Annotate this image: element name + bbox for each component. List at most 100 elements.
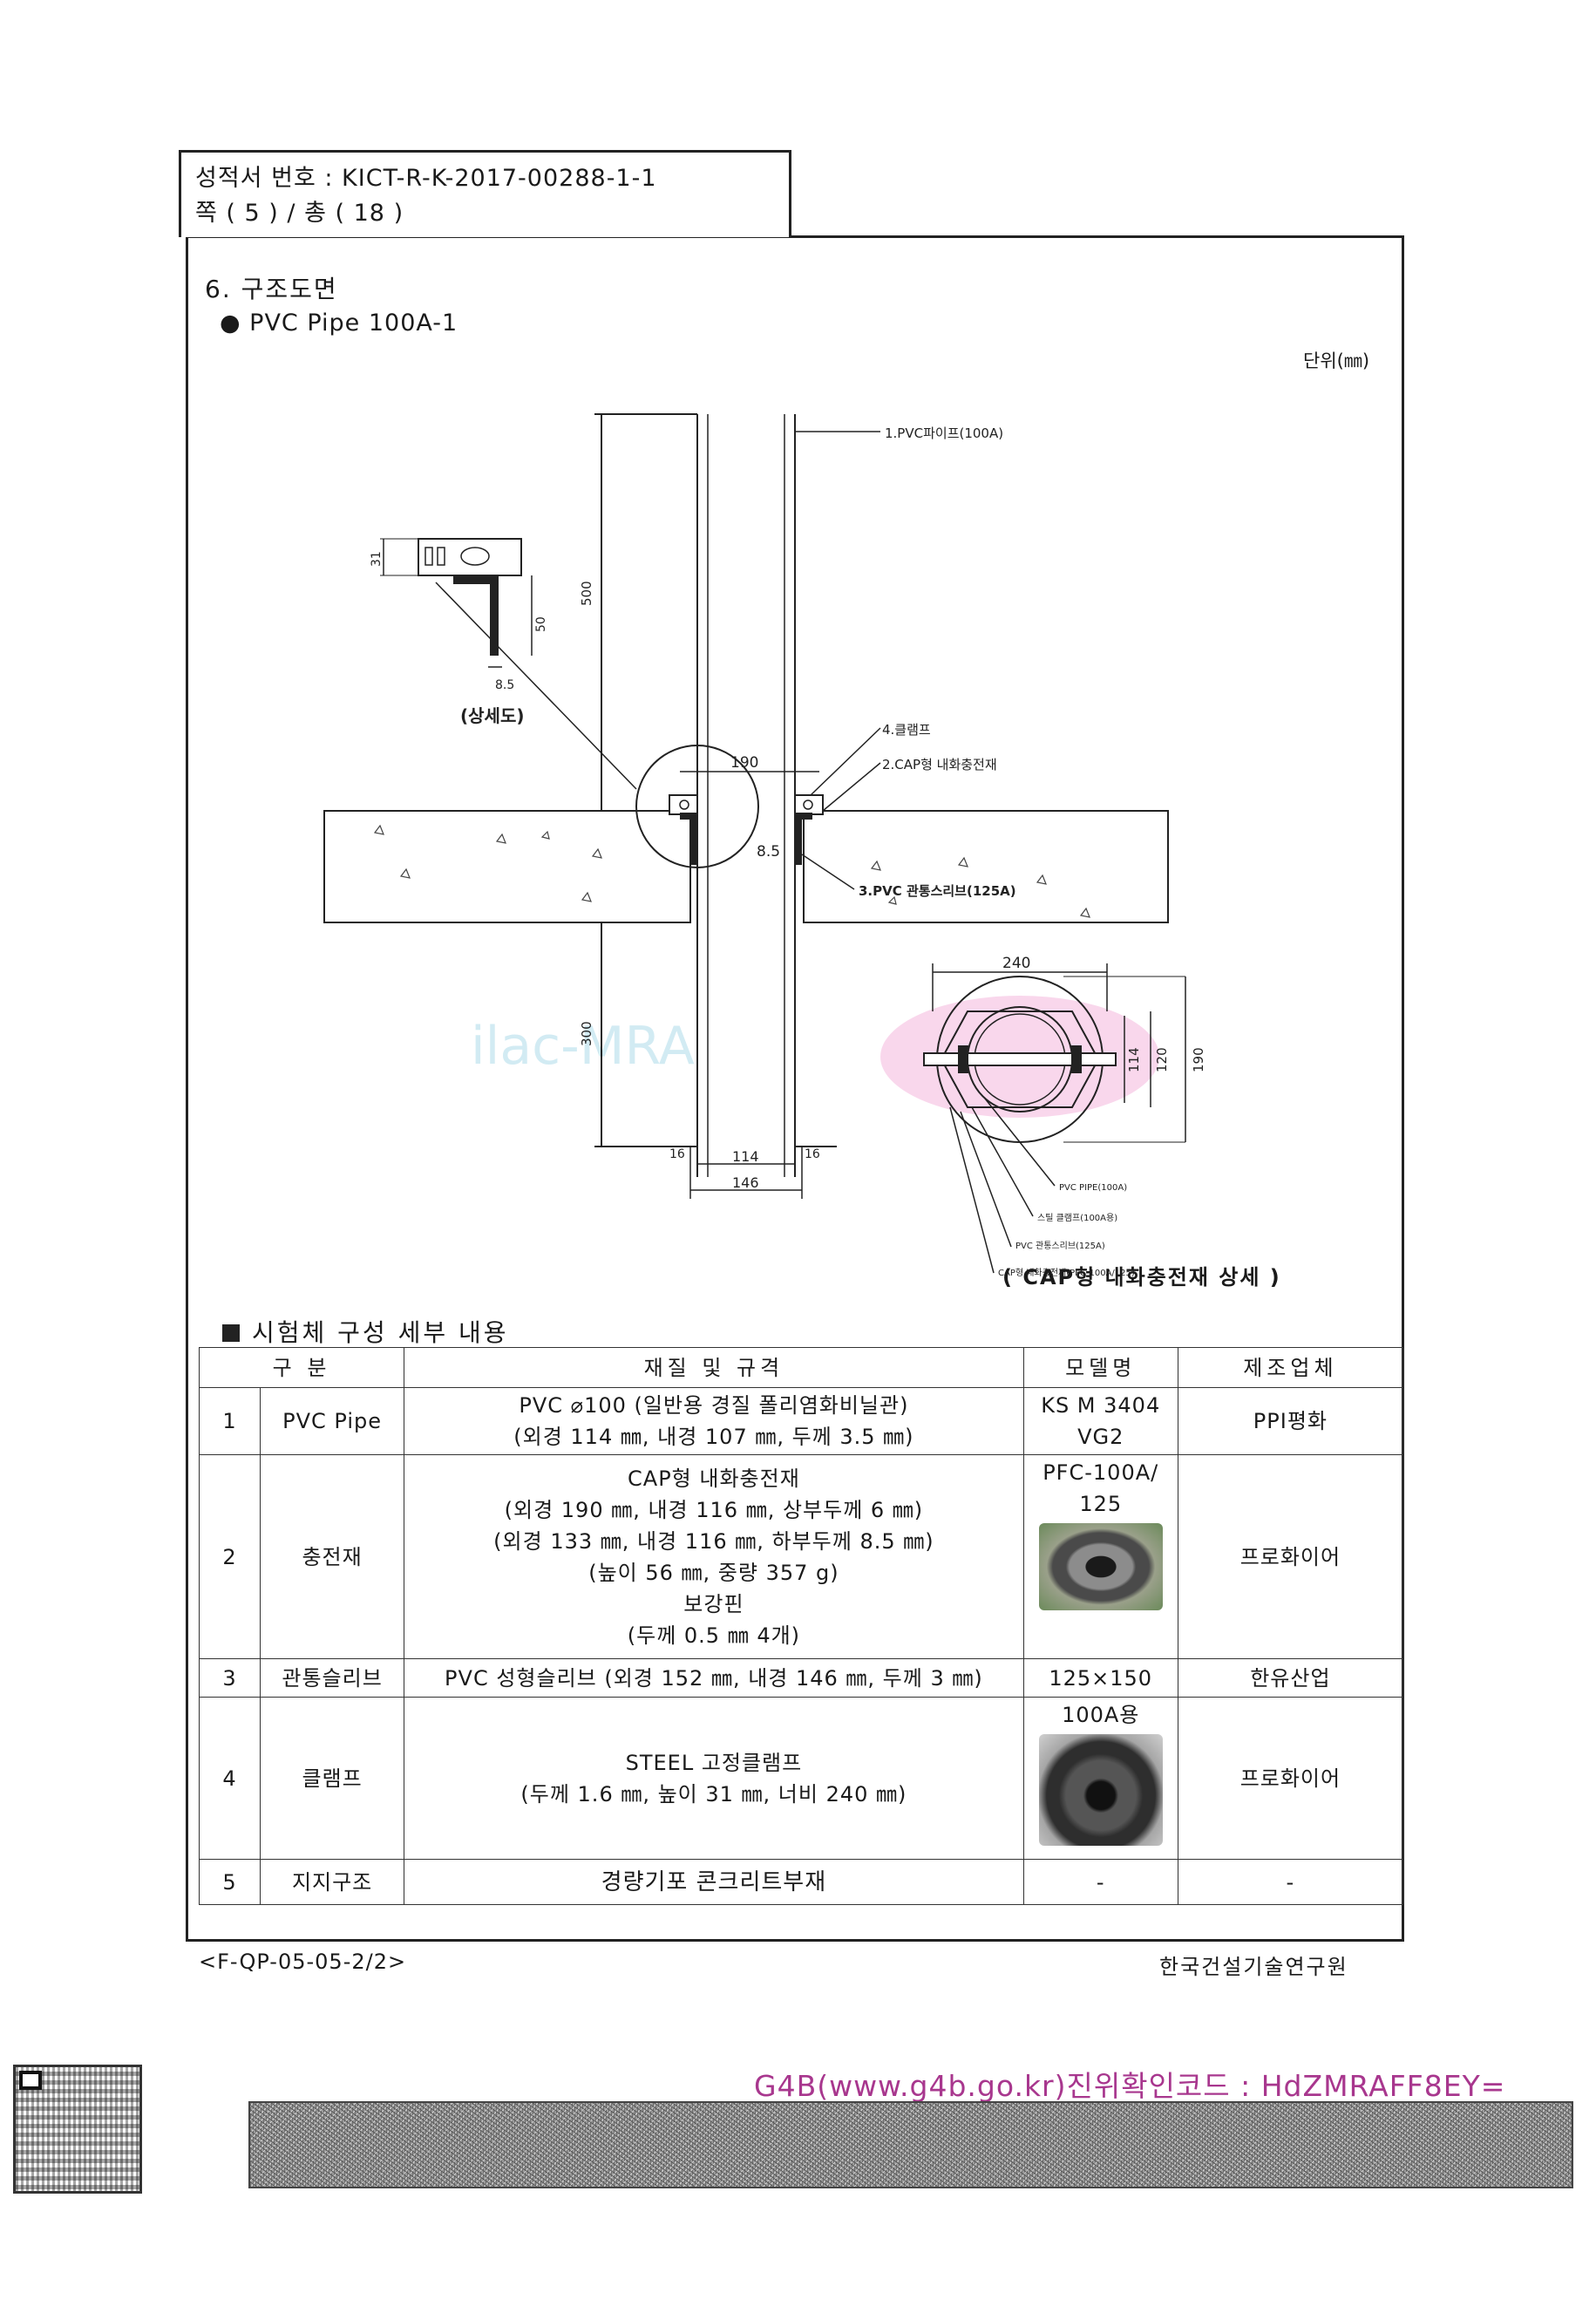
dim-300: 300 bbox=[579, 1021, 594, 1046]
content-frame bbox=[186, 235, 1404, 1942]
row-number: 4 bbox=[198, 1697, 261, 1860]
watermark-text: ilac-MRA bbox=[471, 1016, 695, 1077]
cap-dim-190: 190 bbox=[1191, 1047, 1206, 1072]
detail-view bbox=[380, 538, 533, 668]
table-row: 4 클램프 STEEL 고정클램프 (두께 1.6 ㎜, 높이 31 ㎜, 너비… bbox=[198, 1697, 1404, 1860]
row-spec: STEEL 고정클램프 (두께 1.6 ㎜, 높이 31 ㎜, 너비 240 ㎜… bbox=[404, 1697, 1024, 1860]
table-header-row: 구 분 재질 및 규격 모델명 제조업체 bbox=[198, 1347, 1404, 1388]
spec-line: (외경 114 ㎜, 내경 107 ㎜, 두께 3.5 ㎜) bbox=[513, 1425, 914, 1449]
row-model: 100A용 bbox=[1022, 1697, 1178, 1860]
page-info: 쪽 ( 5 ) / 총 ( 18 ) bbox=[195, 200, 404, 227]
row-number: 2 bbox=[198, 1454, 261, 1659]
structure-drawing: ilac-MRA bbox=[323, 413, 1206, 1278]
spec-line: 경량기포 콘크리트부재 bbox=[601, 1868, 827, 1895]
specimen-table: 구 분 재질 및 규격 모델명 제조업체 1 PVC Pipe PVC ⌀100… bbox=[198, 1347, 1404, 1905]
dim-16-left: 16 bbox=[669, 1147, 685, 1161]
cap-detail-plan bbox=[880, 963, 1186, 1274]
row-maker: - bbox=[1177, 1859, 1404, 1905]
model-line: VG2 bbox=[1077, 1425, 1124, 1449]
model-line: KS M 3404 bbox=[1041, 1393, 1161, 1418]
label-clamp: 4.클램프 bbox=[882, 722, 931, 738]
table-row: 3 관통슬리브 PVC 성형슬리브 (외경 152 ㎜, 내경 146 ㎜, 두… bbox=[198, 1658, 1404, 1698]
row-category: 클램프 bbox=[260, 1697, 405, 1860]
model-line: - bbox=[1096, 1869, 1105, 1895]
row-number: 5 bbox=[198, 1859, 261, 1905]
cap-label-pipe: PVC PIPE(100A) bbox=[1059, 1183, 1127, 1193]
table-heading-text: 시험체 구성 세부 내용 bbox=[252, 1318, 509, 1347]
dim-190: 190 bbox=[730, 754, 758, 772]
detail-label: (상세도) bbox=[460, 705, 524, 726]
row-category: 관통슬리브 bbox=[260, 1658, 405, 1698]
table-heading: 시험체 구성 세부 내용 bbox=[222, 1314, 509, 1349]
spec-line: (높이 56 ㎜, 중량 357 g) bbox=[588, 1560, 839, 1585]
header-spec: 재질 및 규격 bbox=[404, 1347, 1024, 1388]
security-pattern-strip bbox=[248, 2101, 1573, 2188]
cap-detail-caption: ( CAP형 내화충전재 상세 ) bbox=[1002, 1265, 1281, 1289]
spec-line: (외경 133 ㎜, 내경 116 ㎜, 하부두께 8.5 ㎜) bbox=[493, 1528, 934, 1554]
spec-line: (외경 190 ㎜, 내경 116 ㎜, 상부두께 6 ㎜) bbox=[504, 1497, 924, 1522]
label-sleeve: 3.PVC 관통스리브(125A) bbox=[859, 883, 1016, 899]
label-pvc-pipe: 1.PVC파이프(100A) bbox=[885, 425, 1003, 441]
subtitle-text: PVC Pipe 100A-1 bbox=[249, 310, 458, 337]
section-title: 6. 구조도면 bbox=[205, 275, 338, 303]
dim-114: 114 bbox=[732, 1148, 759, 1165]
qr-code-icon bbox=[13, 2065, 142, 2194]
spec-line: (두께 1.6 ㎜, 높이 31 ㎜, 너비 240 ㎜) bbox=[520, 1781, 907, 1807]
dim-8-5-detail: 8.5 bbox=[495, 678, 514, 692]
cap-label-clamp: 스틸 클램프(100A용) bbox=[1037, 1212, 1117, 1223]
spec-line: PVC ⌀100 (일반용 경질 폴리염화비닐관) bbox=[519, 1393, 909, 1418]
label-cap-filler: 2.CAP형 내화충전재 bbox=[882, 757, 997, 772]
row-category: PVC Pipe bbox=[260, 1387, 405, 1455]
spec-line: (두께 0.5 ㎜ 4개) bbox=[627, 1623, 801, 1648]
spec-line: PVC 성형슬리브 (외경 152 ㎜, 내경 146 ㎜, 두께 3 ㎜) bbox=[445, 1665, 983, 1691]
row-spec: 경량기포 콘크리트부재 bbox=[404, 1859, 1024, 1905]
institute-name: 한국건설기술연구원 bbox=[1159, 1955, 1348, 1979]
spec-line: 보강핀 bbox=[683, 1591, 744, 1616]
cap-label-sleeve: PVC 관통스리브(125A) bbox=[1015, 1241, 1105, 1251]
cap-dim-114: 114 bbox=[1126, 1047, 1142, 1072]
subtitle: ● PVC Pipe 100A-1 bbox=[220, 310, 458, 337]
form-code: <F-QP-05-05-2/2> bbox=[199, 1950, 407, 1974]
verification-code: G4B(www.g4b.go.kr)진위확인코드 : HdZMRAFF8EY= bbox=[754, 2069, 1506, 2103]
dim-500: 500 bbox=[579, 581, 594, 606]
row-maker: PPI평화 bbox=[1177, 1387, 1404, 1455]
row-number: 3 bbox=[198, 1658, 261, 1698]
row-number: 1 bbox=[198, 1387, 261, 1455]
table-row: 1 PVC Pipe PVC ⌀100 (일반용 경질 폴리염화비닐관) (외경… bbox=[198, 1387, 1404, 1455]
header-model: 모델명 bbox=[1022, 1347, 1178, 1388]
filler-product-photo bbox=[1038, 1523, 1163, 1610]
qr-finder-icon bbox=[19, 2071, 42, 2090]
row-maker: 프로화이어 bbox=[1177, 1454, 1404, 1659]
row-maker: 프로화이어 bbox=[1177, 1697, 1404, 1860]
model-line: 125 bbox=[1079, 1492, 1123, 1516]
spec-line: CAP형 내화충전재 bbox=[628, 1466, 800, 1491]
report-header-box: 성적서 번호 : KICT-R-K-2017-00288-1-1 쪽 ( 5 )… bbox=[179, 150, 791, 237]
row-model: PFC-100A/ 125 bbox=[1022, 1454, 1178, 1659]
left-fire-collar bbox=[669, 794, 698, 865]
model-line: PFC-100A/ bbox=[1042, 1460, 1159, 1485]
spec-line: STEEL 고정클램프 bbox=[625, 1750, 803, 1775]
table-row: 2 충전재 CAP형 내화충전재 (외경 190 ㎜, 내경 116 ㎜, 상부… bbox=[198, 1454, 1404, 1659]
header-category: 구 분 bbox=[198, 1347, 405, 1388]
row-model: - bbox=[1022, 1859, 1178, 1905]
row-maker: 한유산업 bbox=[1177, 1658, 1404, 1698]
dim-31: 31 bbox=[370, 551, 384, 567]
row-category: 충전재 bbox=[260, 1454, 405, 1659]
right-fire-collar bbox=[794, 794, 824, 865]
dim-16-right: 16 bbox=[805, 1147, 820, 1161]
row-spec: PVC ⌀100 (일반용 경질 폴리염화비닐관) (외경 114 ㎜, 내경 … bbox=[404, 1387, 1024, 1455]
row-model: KS M 3404 VG2 bbox=[1022, 1387, 1178, 1455]
cap-dim-120: 120 bbox=[1154, 1047, 1170, 1072]
cap-label-filler: CAP형 내화충전재(PFC-100A/125) bbox=[998, 1268, 1135, 1278]
square-bullet-icon bbox=[222, 1324, 240, 1342]
cap-dim-240: 240 bbox=[1002, 955, 1030, 972]
row-spec: PVC 성형슬리브 (외경 152 ㎜, 내경 146 ㎜, 두께 3 ㎜) bbox=[404, 1658, 1024, 1698]
model-line: 100A용 bbox=[1062, 1703, 1140, 1727]
header-maker: 제조업체 bbox=[1177, 1347, 1404, 1388]
row-category: 지지구조 bbox=[260, 1859, 405, 1905]
unit-label: 단위(㎜) bbox=[1303, 350, 1370, 371]
report-number: 성적서 번호 : KICT-R-K-2017-00288-1-1 bbox=[195, 165, 657, 192]
dim-146: 146 bbox=[732, 1174, 759, 1191]
table-row: 5 지지구조 경량기포 콘크리트부재 - - bbox=[198, 1859, 1404, 1905]
dim-8-5: 8.5 bbox=[757, 843, 780, 861]
